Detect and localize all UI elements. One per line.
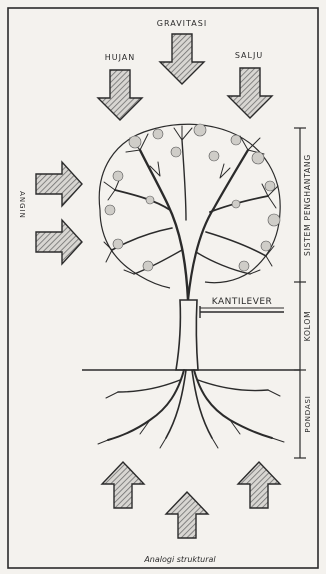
arrow-angin-lower-icon — [36, 220, 82, 264]
arrow-salju-icon — [228, 68, 272, 118]
arrow-up-right-icon — [238, 462, 280, 508]
tree-branches — [104, 126, 278, 300]
arrow-angin-upper-icon — [36, 162, 82, 206]
label-hujan: HUJAN — [105, 53, 136, 62]
caption: Analogi struktural — [143, 555, 216, 564]
arrow-hujan-icon — [98, 70, 142, 120]
label-angin: ANGIN — [18, 191, 26, 219]
label-kantilever: KANTILEVER — [212, 297, 273, 307]
tree-roots — [98, 370, 284, 448]
arrow-gravitasi-icon — [160, 34, 204, 84]
label-kolom: KOLOM — [303, 311, 312, 342]
label-sistem-penghantang: SISTEM PENGHANTANG — [303, 154, 312, 256]
label-pondasi: PONDASI — [304, 395, 312, 432]
tree-canopy — [99, 124, 280, 288]
tree-trunk — [176, 300, 198, 370]
arrow-up-center-icon — [166, 492, 208, 538]
label-salju: SALJU — [235, 51, 263, 60]
arrow-up-left-icon — [102, 462, 144, 508]
label-gravitasi: GRAVITASI — [157, 19, 207, 28]
